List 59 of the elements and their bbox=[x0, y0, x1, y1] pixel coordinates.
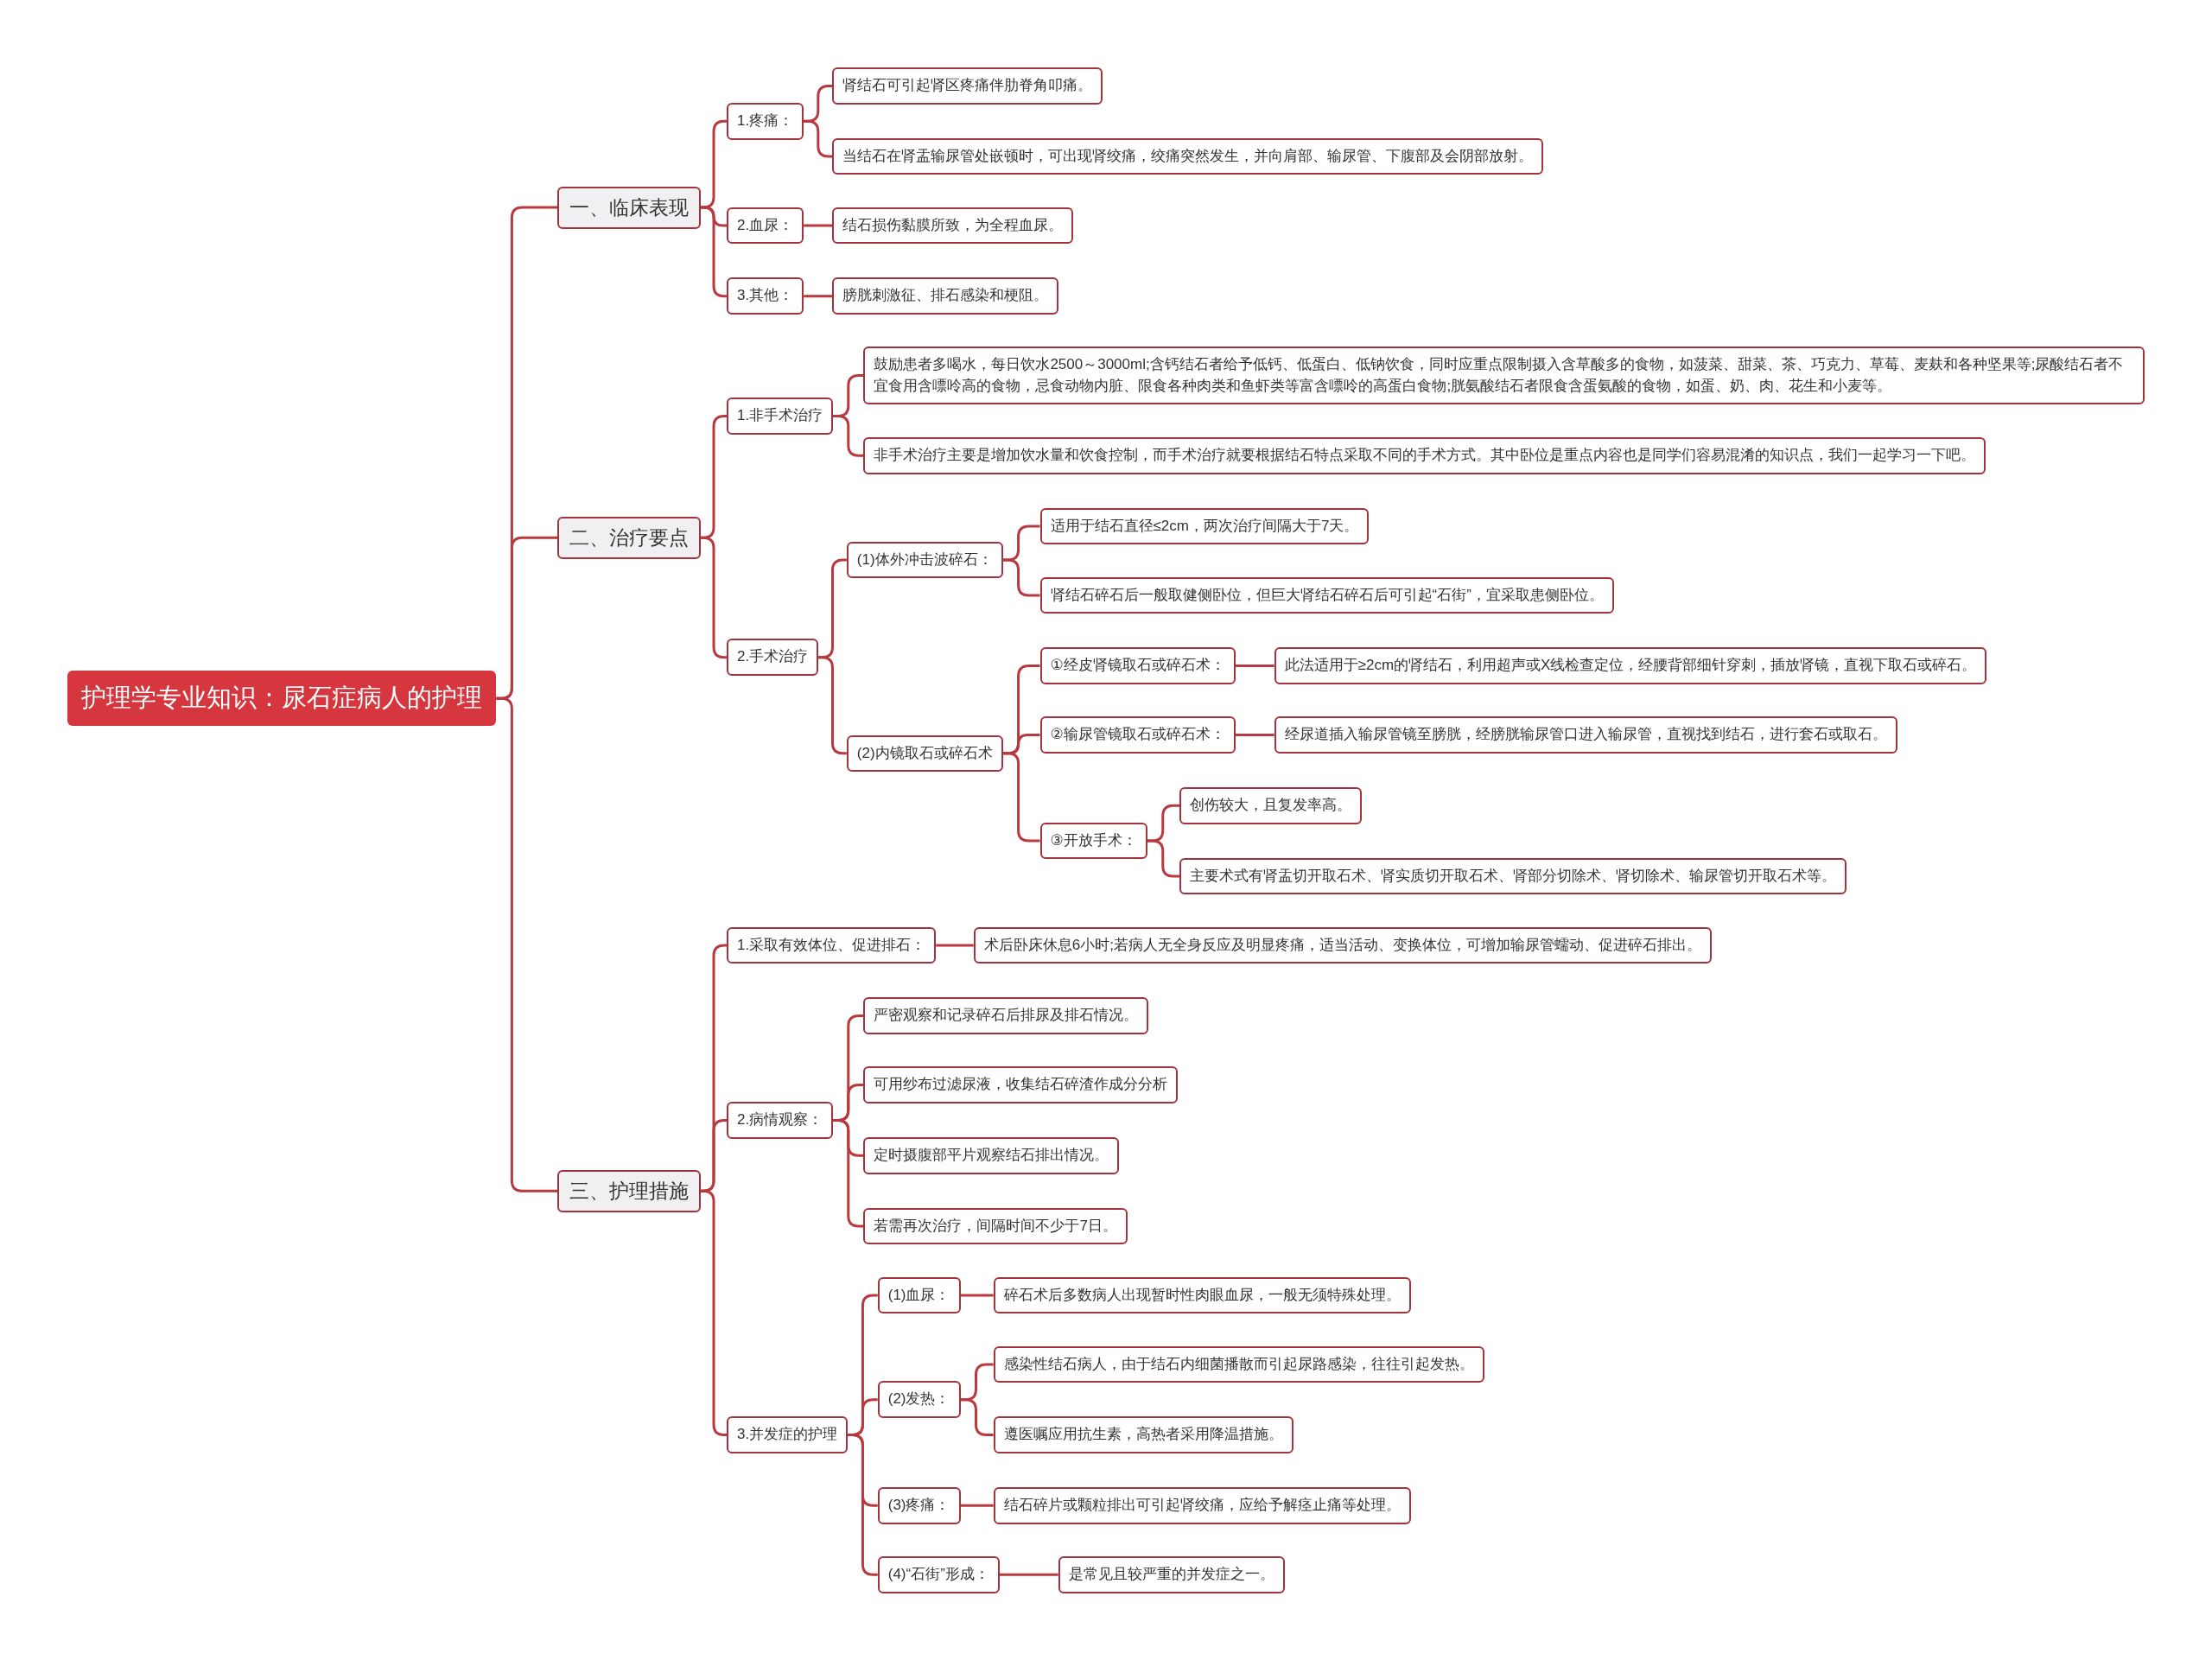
topic-box: (4)“石街”形成： bbox=[877, 1555, 1000, 1593]
topic-box: 肾结石可引起肾区疼痛伴肋脊角叩痛。 bbox=[832, 67, 1103, 105]
connector-line bbox=[804, 224, 833, 227]
topic-box: 感染性结石病人，由于结石内细菌播散而引起尿路感染，往往引起发热。 bbox=[993, 1345, 1484, 1383]
topic-box: (3)疼痛： bbox=[877, 1486, 961, 1524]
topic-box: 1.非手术治疗 bbox=[727, 398, 834, 435]
topic-box: (1)血尿： bbox=[877, 1276, 961, 1314]
topic-box: 1.采取有效体位、促进排石： bbox=[727, 926, 937, 964]
topic-box: 肾结石碎石后一般取健侧卧位，但巨大肾结石碎石后可引起“石街”，宜采取患侧卧位。 bbox=[1039, 576, 1614, 614]
topic-box: 可用纱布过滤尿液，收集结石碎渣作成分分析 bbox=[863, 1066, 1179, 1103]
connector-line bbox=[960, 1398, 994, 1437]
connector-line bbox=[936, 944, 974, 947]
connector-line bbox=[1147, 839, 1180, 878]
topic-box: 当结石在肾盂输尿管处嵌顿时，可出现肾绞痛，绞痛突然发生，并向肩部、输尿管、下腹部及会阴部放射。 bbox=[832, 137, 1544, 175]
topic-box: 膀胱刺激征、排石感染和梗阻。 bbox=[832, 277, 1059, 315]
topic-box: 2.手术治疗 bbox=[727, 639, 819, 677]
connector-line bbox=[1002, 558, 1040, 597]
connector-line bbox=[833, 1118, 864, 1228]
connector-line bbox=[804, 119, 833, 158]
topic-box: 2.血尿： bbox=[727, 207, 804, 245]
topic-box: 主要术式有肾盂切开取石术、肾实质切开取石术、肾部分切除术、肾切除术、输尿管切开取石术等。 bbox=[1179, 857, 1847, 895]
topic-box: 是常见且较严重的并发症之一。 bbox=[1058, 1555, 1285, 1593]
topic-box: ①经皮肾镜取石或碎石术： bbox=[1039, 647, 1236, 684]
topic-box: 碎石术后多数病人出现暂时性肉眼血尿，一般无须特殊处理。 bbox=[993, 1276, 1411, 1314]
topic-box: 此法适用于≥2cm的肾结石，利用超声或X线检查定位，经腰背部细针穿刺，插放肾镜，直视下取石或碎石。 bbox=[1274, 647, 1987, 684]
topic-box: 结石损伤黏膜所致，为全程血尿。 bbox=[832, 207, 1074, 245]
topic-box: 术后卧床休息6小时;若病人无全身反应及明显疼痛，适当活动、变换体位，可增加输尿管蠕动、促进碎石排出。 bbox=[973, 926, 1712, 964]
topic-box: 若需再次治疗，间隔时间不少于7日。 bbox=[863, 1207, 1128, 1245]
topic-box: ②输尿管镜取石或碎石术： bbox=[1039, 716, 1236, 754]
topic-box: 鼓励患者多喝水，每日饮水2500～3000ml;含钙结石者给予低钙、低蛋白、低钠饮食，同时应重点限制摄入含草酸多的食物，如菠菜、甜菜、茶、巧克力、草莓、麦麸和各种坚果等;尿酸结石者不宜食用含嘌呤高的食物，忌食动物内脏、限食各种肉类和鱼虾类等富含嘌呤的高蛋白食物;胱氨酸结石者限食含蛋氨酸的食物，如蛋、奶、肉、花生和小麦等。 bbox=[863, 346, 2145, 405]
connector-line bbox=[999, 1573, 1058, 1576]
topic-box: 严密观察和记录碎石后排尿及排石情况。 bbox=[863, 997, 1149, 1034]
connector-line bbox=[496, 696, 558, 1193]
topic-box: 结石碎片或颗粒排出可引起肾绞痛，应给予解痉止痛等处理。 bbox=[993, 1486, 1411, 1524]
topic-box: (2)发热： bbox=[877, 1381, 961, 1419]
topic-box: 适用于结石直径≤2cm，两次治疗间隔大于7天。 bbox=[1039, 507, 1370, 545]
topic-box: 1.疼痛： bbox=[727, 102, 804, 140]
topic-box: (1)体外冲击波碎石： bbox=[846, 541, 1003, 579]
topic-box: 2.病情观察： bbox=[727, 1102, 834, 1139]
topic-box: 经尿道插入输尿管镜至膀胱，经膀胱输尿管口进入输尿管，直视找到结石，进行套石或取石。 bbox=[1274, 716, 1897, 754]
connector-line bbox=[960, 1504, 994, 1507]
connector-line bbox=[1235, 665, 1274, 668]
topic-box: 定时摄腹部平片观察结石排出情况。 bbox=[863, 1136, 1120, 1174]
main-topic-box: 三、护理措施 bbox=[557, 1169, 702, 1212]
topic-box: 非手术治疗主要是增加饮水量和饮食控制，而手术治疗就要根据结石特点采取不同的手术方式。其中卧位是重点内容也是同学们容易混淆的知识点，我们一起学习一下吧。 bbox=[863, 436, 1986, 474]
connector-line bbox=[804, 295, 833, 298]
connector-line bbox=[1002, 752, 1040, 843]
connector-line bbox=[960, 1294, 994, 1297]
main-topic-box: 二、治疗要点 bbox=[557, 516, 702, 559]
connector-line bbox=[1235, 734, 1274, 737]
central-topic: 护理学专业知识：尿石症病人的护理 bbox=[67, 671, 497, 727]
main-topic-box: 一、临床表现 bbox=[557, 186, 702, 229]
topic-box: 遵医嘱应用抗生素，高热者采用降温措施。 bbox=[993, 1416, 1294, 1453]
topic-box: 创伤较大，且复发率高。 bbox=[1179, 786, 1363, 824]
topic-box: 3.其他： bbox=[727, 277, 804, 315]
topic-box: 3.并发症的护理 bbox=[727, 1416, 849, 1453]
connector-line bbox=[833, 415, 864, 457]
topic-box: ③开放手术： bbox=[1039, 822, 1147, 860]
topic-box: (2)内镜取石或碎石术 bbox=[846, 735, 1003, 773]
